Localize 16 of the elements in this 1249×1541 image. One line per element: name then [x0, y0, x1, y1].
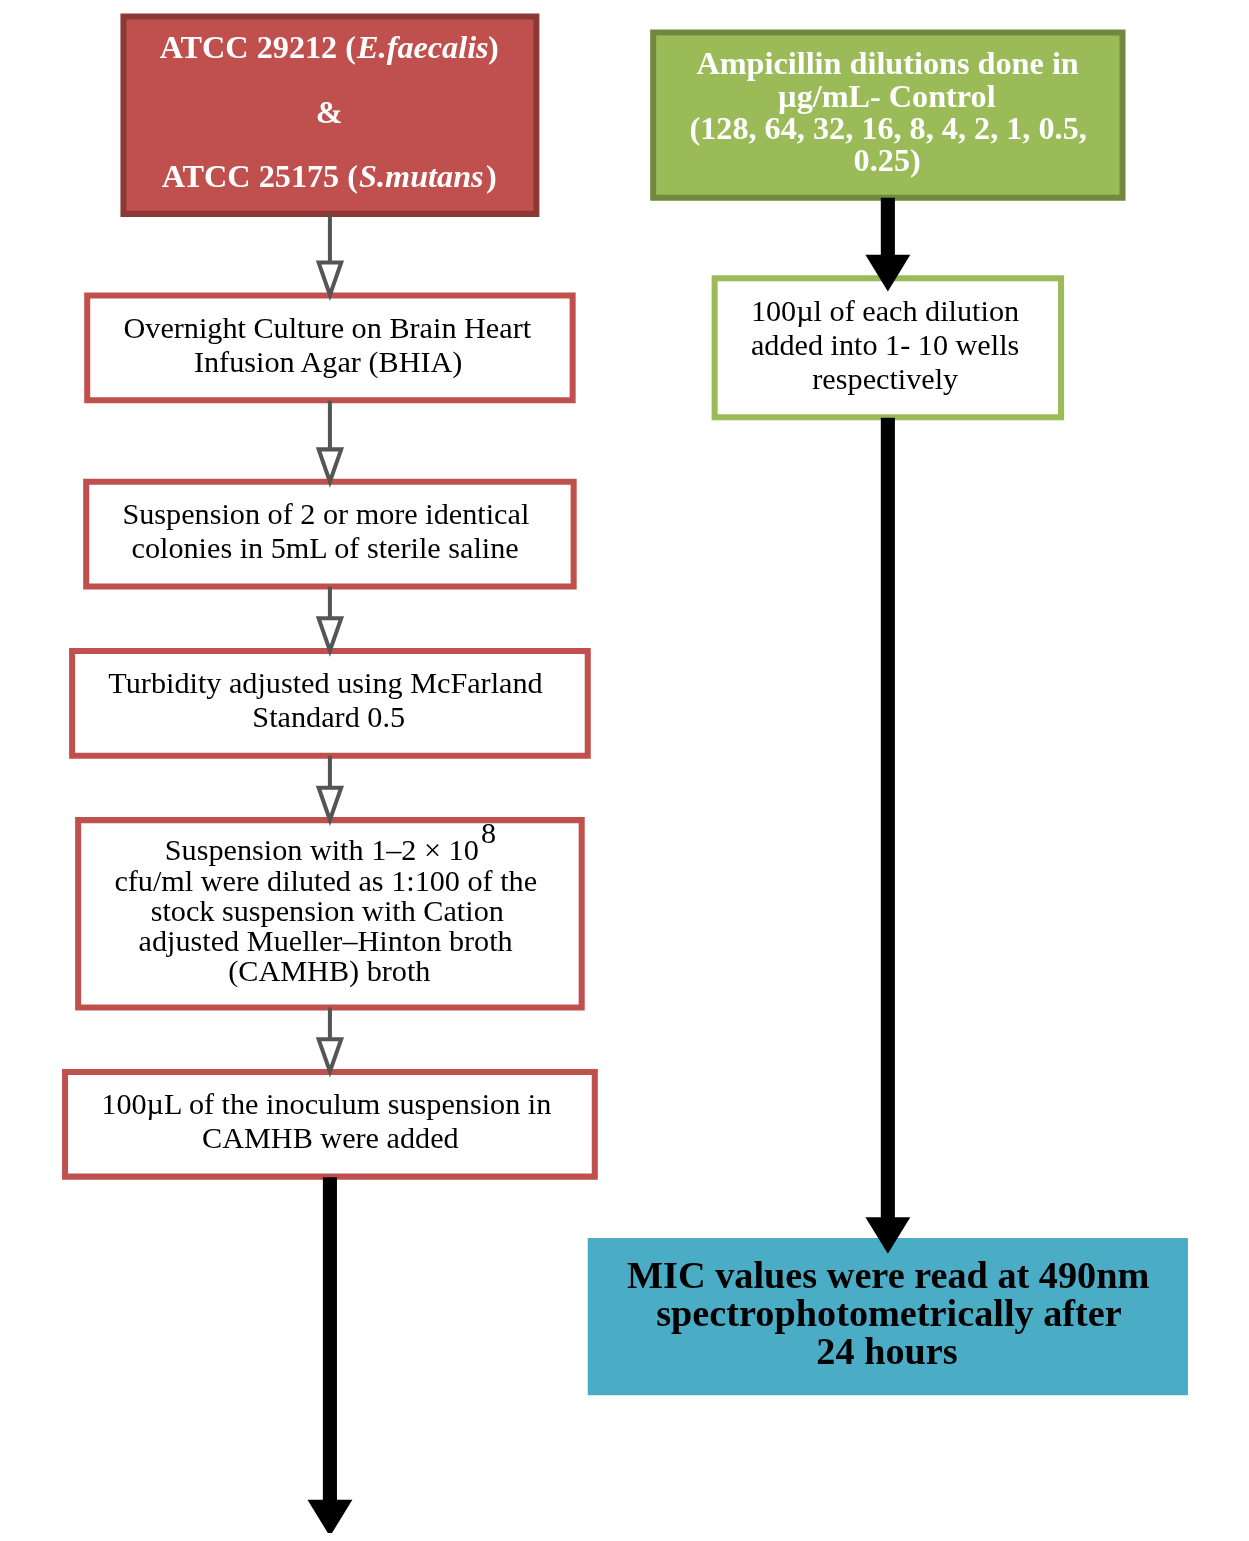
arrow [864, 197, 910, 292]
arrow [315, 214, 344, 301]
node-box: MIC values were read at 490nm spectrophotometrically after 24 hours [587, 1238, 1188, 1396]
arrow [315, 755, 344, 826]
arrow [864, 417, 910, 1254]
node-box: ATCC 29212 (E.faecalis) & ATCC 25175 (S.mutans) [119, 13, 539, 217]
arrow [315, 1007, 344, 1078]
arrow [306, 1177, 352, 1533]
node-box: Ampicillin dilutions done in µg/mL- Control (128, 64, 32, 16, 8, 4, 2, 1, 0.5, 0.25) [649, 29, 1125, 201]
node-box: Suspension of 2 or more identical colonies in 5mL of sterile saline [82, 478, 577, 590]
node-box: 100µL of the inoculum suspension in CAMHB were added [61, 1068, 598, 1180]
arrow [315, 586, 344, 657]
node-box: Overnight Culture on Brain Heart Infusion Agar (BHIA) [83, 292, 576, 404]
arrow [315, 400, 344, 488]
node-box: Turbidity adjusted using McFarland Standard 0.5 [68, 647, 591, 759]
node-box: 100µl of each dilution added into 1- 10 wells respectively [711, 275, 1064, 421]
